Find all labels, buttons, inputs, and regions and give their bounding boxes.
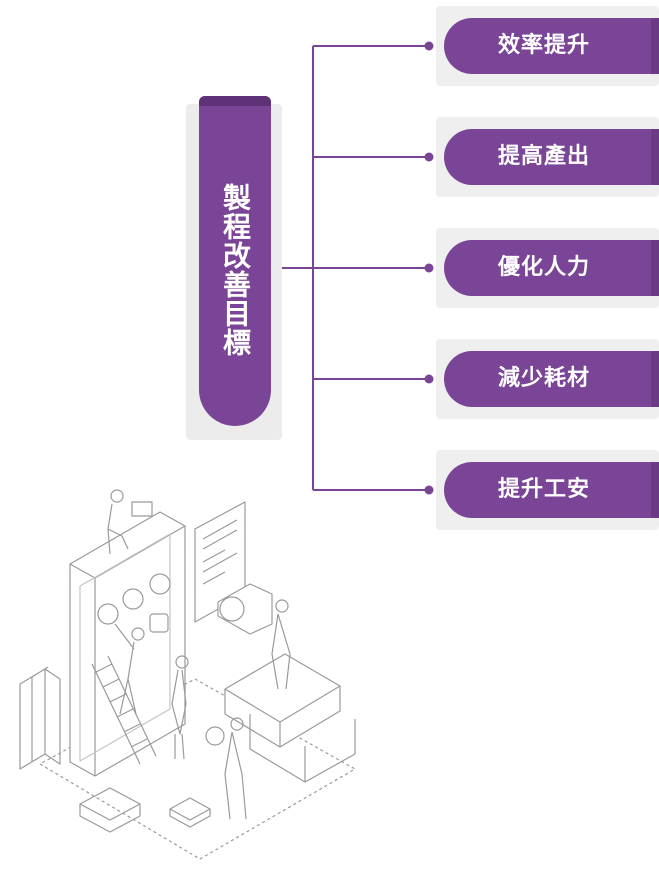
goal-label: 減少耗材: [497, 366, 590, 391]
center-label-text: 製程改善目標: [219, 183, 252, 357]
branch-5: [313, 485, 434, 495]
goal-label: 效率提升: [497, 33, 590, 58]
floor-chip: [169, 797, 211, 828]
goal-item-consumables: 減少耗材: [436, 339, 659, 419]
goal-item-efficiency: 效率提升: [436, 6, 659, 86]
person-woman-front: [205, 717, 247, 820]
phone-icon: [69, 511, 186, 777]
goal-item-manpower: 優化人力: [436, 228, 659, 308]
laptop-icon: [131, 501, 153, 517]
floor-stack: [79, 787, 141, 833]
teamwork-illustration: [19, 489, 356, 860]
branch-4: [313, 374, 434, 384]
center-label-cap: [199, 96, 271, 106]
person-standing-books: [271, 599, 291, 690]
branch-2: [313, 152, 434, 162]
person-sitting-laptop: [107, 489, 153, 555]
phone-app-square: [149, 613, 169, 633]
books-left: [19, 666, 61, 770]
gear-icon: [205, 726, 225, 746]
person-woman-center: [171, 655, 189, 760]
ladder: [91, 655, 157, 765]
goal-label: 提升工安: [497, 477, 590, 502]
person-on-ladder: [114, 623, 145, 715]
goal-pill: [444, 240, 659, 296]
branch-1: [313, 41, 434, 51]
goal-pill: [444, 462, 659, 518]
goal-pill: [444, 129, 659, 185]
goal-item-output: 提高產出: [436, 117, 659, 197]
goal-item-safety: 提升工安: [436, 450, 659, 530]
branch-3: [313, 263, 434, 273]
goal-pill: [444, 18, 659, 74]
goal-pill: [444, 351, 659, 407]
books-right: [224, 653, 341, 748]
goal-label: 提高產出: [497, 144, 590, 169]
goal-label: 優化人力: [497, 255, 590, 280]
center-label-pill: [199, 96, 271, 426]
